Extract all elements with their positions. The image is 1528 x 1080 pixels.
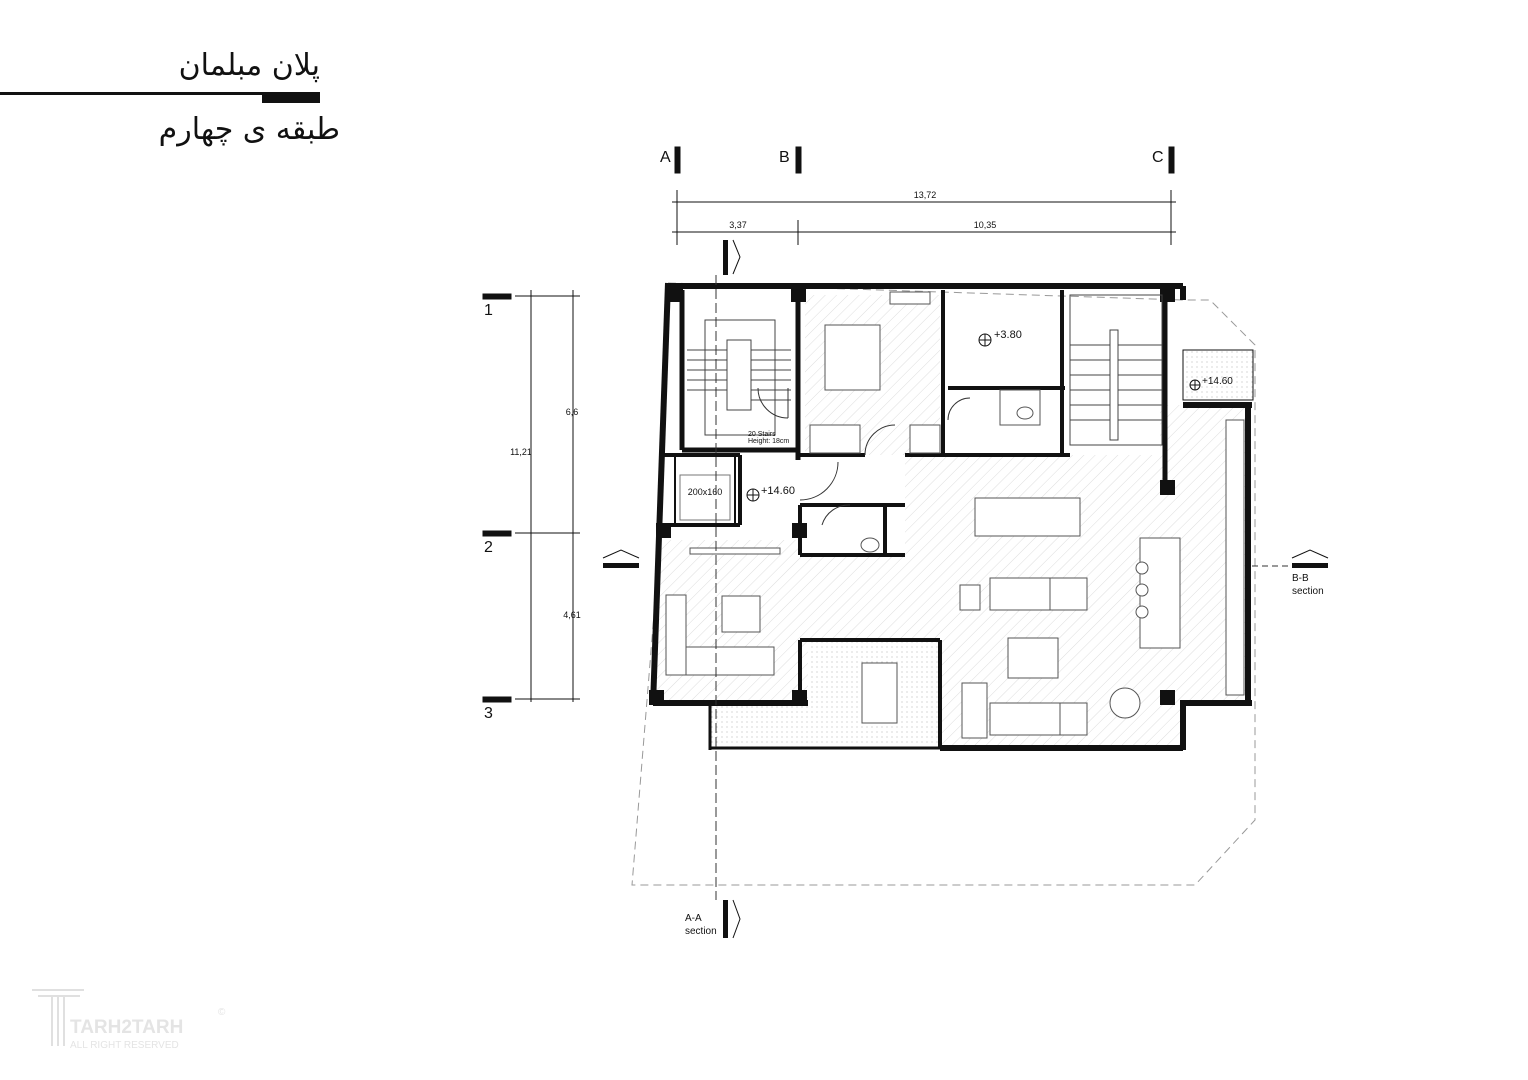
coffee-table xyxy=(721,595,761,633)
doors xyxy=(757,387,971,526)
plan-title: پلان مبلمان xyxy=(178,48,320,83)
elevator-size: 200x160 xyxy=(688,487,723,497)
watermark-copyright: © xyxy=(218,1007,226,1018)
title-rule xyxy=(0,92,320,95)
grid-rows xyxy=(482,290,580,703)
level-lobby: +14.60 xyxy=(761,485,795,497)
kitchen-counter xyxy=(1225,419,1245,696)
dining-table xyxy=(974,497,1081,537)
section-aa-marker xyxy=(715,239,741,939)
sofa-2 xyxy=(989,702,1061,736)
grid-label-3: 3 xyxy=(484,705,493,722)
section-bb-name: B-B xyxy=(1292,573,1309,584)
stair-right xyxy=(1069,294,1163,446)
dim-total-width: 13,72 xyxy=(914,190,937,200)
watermark-rights: ALL RIGHT RESERVED xyxy=(70,1040,179,1051)
furniture xyxy=(665,291,1245,739)
elevator xyxy=(674,454,736,526)
stairs-count: 20 Stairs xyxy=(748,431,776,438)
walls xyxy=(650,282,1252,751)
site-boundary xyxy=(631,282,1256,886)
watermark-logo xyxy=(32,989,84,1046)
rug-table xyxy=(1007,637,1059,679)
balcony-table xyxy=(861,662,898,724)
terrace-floor xyxy=(1182,349,1254,401)
sofa-l xyxy=(665,594,687,676)
grid-label-a: A xyxy=(660,149,671,166)
level-marker-lobby: +14.60 xyxy=(746,485,795,502)
section-bb-marker xyxy=(602,549,1329,568)
title-rule-accent xyxy=(262,92,320,103)
grid-columns xyxy=(672,146,1176,245)
floor-title: طبقه ی چهارم xyxy=(158,112,340,147)
grid-label-2: 2 xyxy=(484,539,493,556)
living-floor xyxy=(656,405,1245,748)
watermark-brand: TARH2TARH xyxy=(70,1017,183,1038)
stairs-height: Height: 18cm xyxy=(748,438,789,445)
dim-total-depth: 11,21 xyxy=(510,447,532,457)
level-terrace: +14.60 xyxy=(1202,376,1233,387)
bed xyxy=(824,324,881,391)
grid-label-c: C xyxy=(1152,149,1164,166)
dim-span-bc: 10,35 xyxy=(974,220,997,230)
balcony-small-floor xyxy=(710,700,808,748)
grid-label-1: 1 xyxy=(484,302,493,319)
section-aa-name: A-A xyxy=(685,913,702,924)
level-void: +3.80 xyxy=(994,329,1022,341)
dim-span-12: 6,6 xyxy=(566,407,579,417)
section-bb-word: section xyxy=(1292,586,1324,597)
level-marker-void: +3.80 xyxy=(978,329,1022,347)
grid-label-b: B xyxy=(779,149,790,166)
dim-span-23: 4,61 xyxy=(563,610,581,620)
section-aa-word: section xyxy=(685,926,717,937)
level-marker-terrace: +14.60 xyxy=(1189,376,1233,391)
dim-span-ab: 3,37 xyxy=(729,220,747,230)
columns xyxy=(649,287,1175,705)
sofa-1 xyxy=(989,577,1051,611)
stair-left xyxy=(687,319,791,436)
